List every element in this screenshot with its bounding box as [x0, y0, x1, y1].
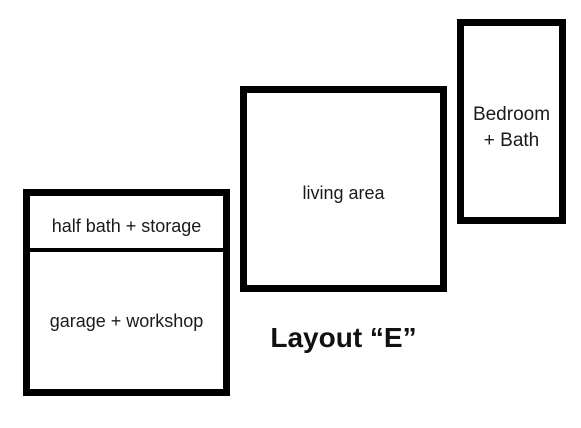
garage-workshop-label: garage + workshop: [49, 311, 204, 331]
living-area-label: living area: [302, 183, 385, 203]
half-bath-storage-label: half bath + storage: [51, 216, 202, 236]
living-area-block: living area: [240, 86, 447, 292]
room-divider: [30, 248, 223, 252]
garage-building-block: half bath + storage garage + workshop: [23, 189, 230, 396]
bedroom-bath-block: Bedroom + Bath: [457, 19, 566, 224]
bedroom-label: Bedroom: [472, 104, 551, 125]
layout-title: Layout “E”: [270, 322, 417, 353]
bath-label: + Bath: [483, 130, 540, 151]
